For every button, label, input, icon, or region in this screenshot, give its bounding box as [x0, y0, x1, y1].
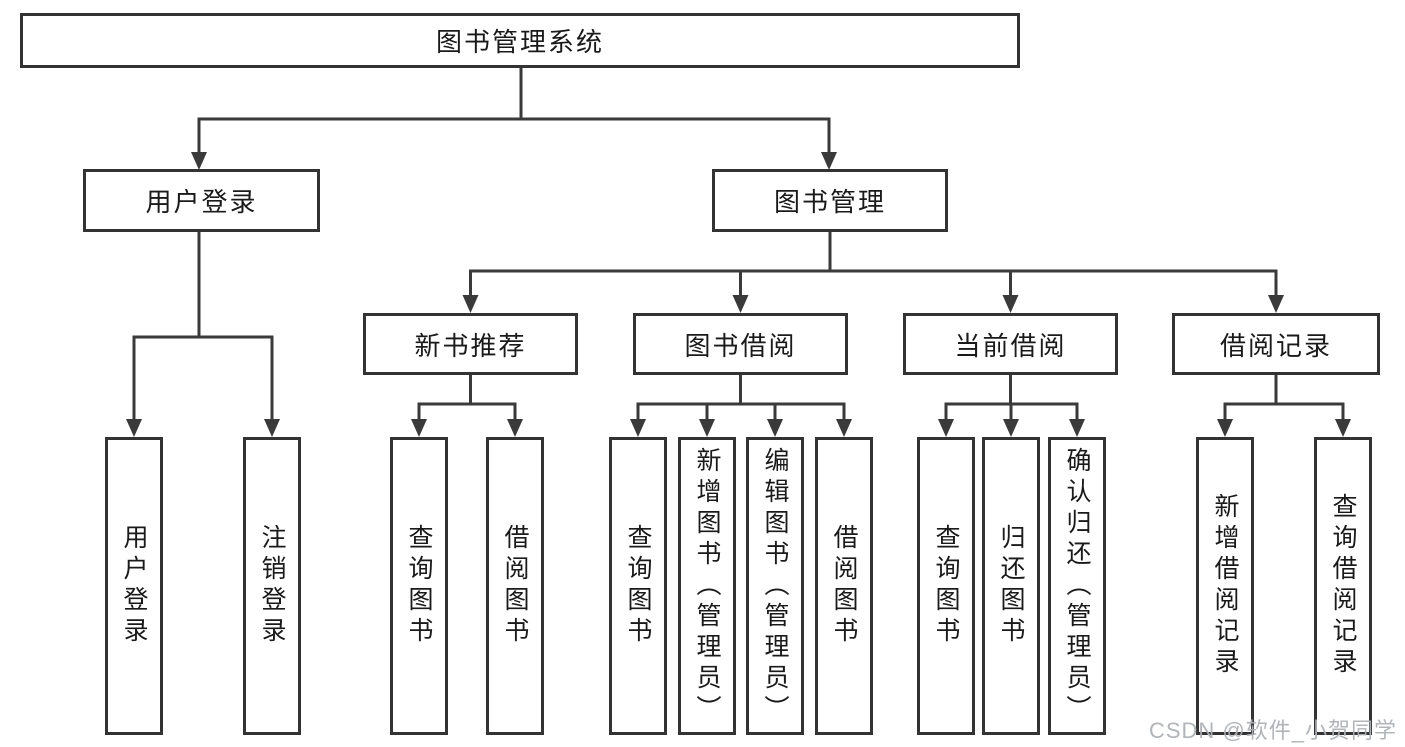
node-label: 图书管理系统	[435, 27, 604, 57]
node-label: 新增图书（管理员）	[693, 446, 721, 726]
arrow-down-icon	[264, 419, 280, 437]
leaf-logout: 注销登录	[243, 437, 301, 735]
arrow-down-icon	[462, 295, 479, 313]
node-label: 借阅图书	[501, 524, 529, 648]
arrow-down-icon	[1003, 419, 1019, 437]
leaf-borrowing-query-books: 查询图书	[609, 437, 667, 735]
node-label: 新增借阅记录	[1211, 493, 1239, 679]
arrow-down-icon	[126, 419, 142, 437]
arrow-down-icon	[630, 419, 646, 437]
node-label: 用户登录	[145, 187, 258, 217]
node-label: 注销登录	[258, 524, 286, 648]
node-user-login: 用户登录	[83, 169, 320, 232]
arrow-down-icon	[1217, 419, 1233, 437]
node-label: 归还图书	[997, 524, 1025, 648]
node-label: 借阅图书	[830, 524, 858, 648]
csdn-watermark: CSDN @软件_小贺同学	[1148, 718, 1397, 743]
arrow-down-icon	[732, 295, 749, 313]
node-label: 用户登录	[120, 524, 148, 648]
arrow-down-icon	[1002, 295, 1019, 313]
node-label: 查询图书	[932, 524, 960, 648]
node-label: 查询图书	[405, 524, 433, 648]
node-label: 图书借阅	[684, 330, 797, 361]
arrow-down-icon	[938, 419, 954, 437]
node-label: 确认归还（管理员）	[1063, 446, 1091, 726]
arrow-down-icon	[767, 419, 783, 437]
connector-current-branch	[944, 375, 1079, 421]
leaf-borrowing-borrow-books: 借阅图书	[815, 437, 873, 735]
node-label: 查询借阅记录	[1329, 493, 1357, 679]
connector-root-branch	[197, 68, 831, 155]
node-book-borrowing: 图书借阅	[633, 313, 848, 375]
node-book-management: 图书管理	[712, 169, 948, 232]
arrow-down-icon	[507, 419, 523, 437]
arrow-down-icon	[411, 419, 427, 437]
leaf-user-login: 用户登录	[105, 437, 163, 735]
leaf-current-confirm-return-admin: 确认归还（管理员）	[1048, 437, 1106, 735]
arrow-down-icon	[1069, 419, 1085, 437]
node-borrowing-records: 借阅记录	[1172, 313, 1380, 375]
node-library-management-system: 图书管理系统	[20, 13, 1020, 68]
leaf-borrowing-add-books-admin: 新增图书（管理员）	[678, 437, 736, 735]
connector-user-login-branch	[132, 232, 274, 421]
leaf-records-query-record: 查询借阅记录	[1314, 437, 1372, 735]
node-current-borrowing: 当前借阅	[903, 313, 1118, 375]
leaf-current-return-books: 归还图书	[982, 437, 1040, 735]
node-label: 编辑图书（管理员）	[761, 446, 789, 726]
connector-borrowing-branch	[636, 375, 846, 421]
leaf-borrowing-edit-books-admin: 编辑图书（管理员）	[746, 437, 804, 735]
node-label: 当前借阅	[954, 330, 1067, 361]
node-new-book-recommend: 新书推荐	[363, 313, 578, 375]
node-label: 查询图书	[624, 524, 652, 648]
leaf-recommend-borrow-books: 借阅图书	[486, 437, 544, 735]
leaf-records-add-record: 新增借阅记录	[1196, 437, 1254, 735]
connector-book-mgmt-branch	[469, 232, 1278, 298]
arrow-down-icon	[1335, 419, 1351, 437]
node-label: 新书推荐	[414, 330, 527, 361]
arrow-down-icon	[836, 419, 852, 437]
leaf-current-query-books: 查询图书	[917, 437, 975, 735]
node-label: 图书管理	[773, 187, 886, 217]
connector-records-branch	[1223, 375, 1345, 421]
arrow-down-icon	[821, 152, 837, 170]
arrow-down-icon	[191, 152, 207, 170]
leaf-recommend-query-books: 查询图书	[390, 437, 448, 735]
arrow-down-icon	[1268, 295, 1284, 313]
node-label: 借阅记录	[1219, 330, 1332, 361]
arrow-down-icon	[699, 419, 715, 437]
connector-recommend-branch	[417, 375, 517, 421]
